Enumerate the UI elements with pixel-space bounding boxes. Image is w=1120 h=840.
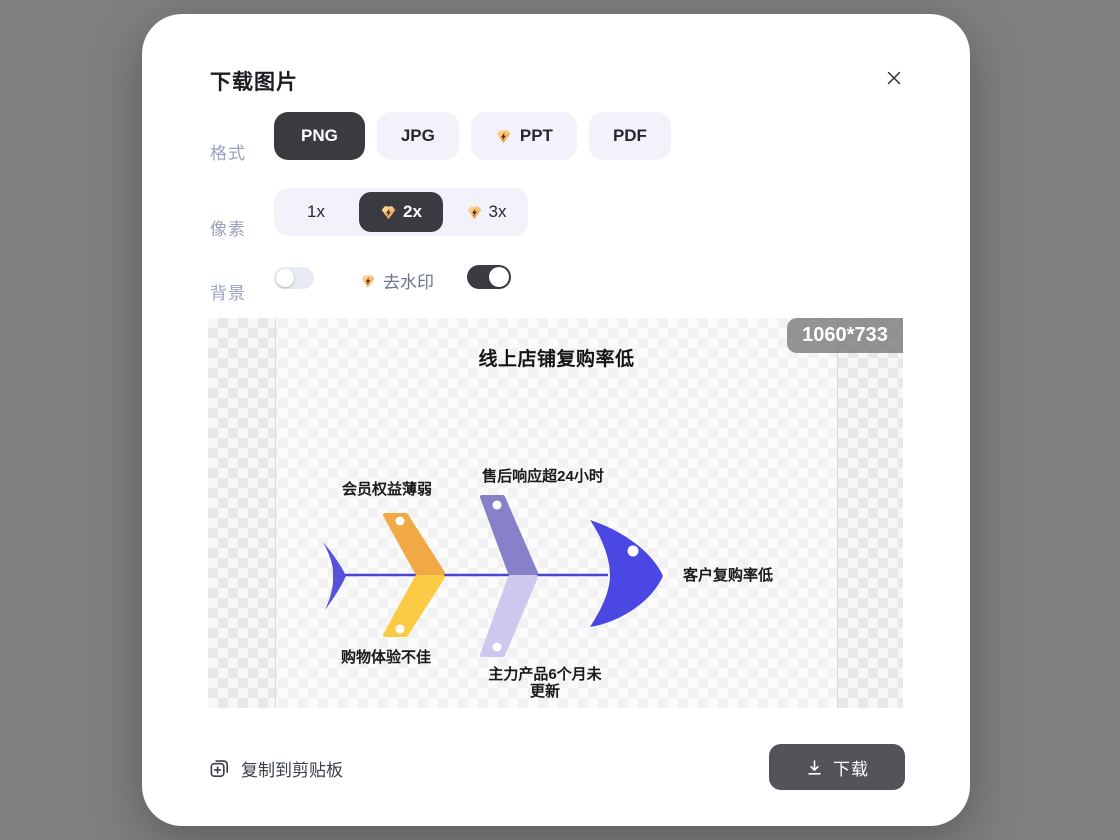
copy-to-clipboard-icon bbox=[210, 760, 228, 777]
close-button[interactable] bbox=[880, 64, 908, 92]
copy-to-clipboard-button[interactable]: 复制到剪贴板 bbox=[208, 756, 343, 781]
pixel-option-label: 3x bbox=[488, 202, 507, 221]
gem-lightning-icon bbox=[380, 204, 397, 221]
transparent-image-area: 线上店铺复购率低 会员权益薄弱 售后响应超24小时 购物体验不佳 主力产品6个月… bbox=[275, 318, 838, 708]
watermark-label: 去水印 bbox=[383, 273, 434, 292]
bone-dot bbox=[395, 516, 405, 526]
fish-head bbox=[590, 520, 663, 627]
pixel-option-label: 2x bbox=[403, 202, 422, 221]
pixel-option-label: 1x bbox=[307, 202, 325, 221]
bone-top-1 bbox=[383, 513, 445, 575]
background-label: 背景 bbox=[210, 284, 246, 303]
bone-dot bbox=[492, 500, 502, 510]
format-option-pdf[interactable]: PDF bbox=[588, 112, 671, 160]
pixel-option-2x[interactable]: 2x bbox=[359, 192, 443, 232]
format-option-jpg[interactable]: JPG bbox=[376, 112, 459, 160]
toggle-knob bbox=[489, 267, 509, 287]
image-size-badge: 1060*733 bbox=[787, 318, 903, 353]
watermark-control[interactable]: 去水印 bbox=[360, 268, 434, 293]
download-button[interactable]: 下载 bbox=[769, 744, 905, 790]
pixel-option-3x[interactable]: 3x bbox=[444, 188, 528, 236]
fish-eye bbox=[627, 545, 639, 557]
effect-label: 客户复购率低 bbox=[683, 567, 774, 584]
format-option-label: PNG bbox=[301, 126, 338, 145]
diagram-title: 线上店铺复购率低 bbox=[478, 349, 635, 370]
format-label: 格式 bbox=[210, 144, 246, 163]
gem-lightning-icon bbox=[495, 128, 512, 145]
cause-label-bottom-1: 购物体验不佳 bbox=[340, 649, 431, 666]
bone-bottom-1 bbox=[383, 575, 445, 637]
fishbone-diagram bbox=[323, 495, 663, 657]
cause-label-top-1: 会员权益薄弱 bbox=[341, 481, 432, 498]
bone-dot bbox=[492, 642, 502, 652]
background-toggle-off[interactable] bbox=[274, 267, 314, 289]
format-option-png[interactable]: PNG bbox=[274, 112, 365, 160]
download-icon bbox=[808, 759, 821, 775]
format-option-ppt[interactable]: PPT bbox=[470, 112, 577, 160]
format-option-label: JPG bbox=[400, 126, 435, 145]
toggle-knob bbox=[276, 269, 294, 287]
format-option-label: PPT bbox=[519, 126, 553, 145]
bone-top-2 bbox=[480, 495, 538, 575]
download-image-dialog: 下载图片 格式 PNG JPG PPT PDF 像素 bbox=[142, 14, 970, 826]
pixel-label: 像素 bbox=[210, 220, 246, 239]
download-label: 下载 bbox=[833, 759, 869, 779]
fish-tail bbox=[323, 542, 346, 610]
image-preview: 线上店铺复购率低 会员权益薄弱 售后响应超24小时 购物体验不佳 主力产品6个月… bbox=[208, 318, 903, 708]
watermark-toggle-on[interactable] bbox=[467, 265, 511, 289]
pixel-options: 1x 2x 3x bbox=[274, 188, 528, 236]
format-options: PNG JPG PPT PDF bbox=[274, 112, 671, 160]
bone-dot bbox=[395, 624, 405, 634]
bone-bottom-2 bbox=[480, 575, 538, 657]
copy-label: 复制到剪贴板 bbox=[241, 761, 343, 780]
dialog-title: 下载图片 bbox=[210, 71, 298, 94]
gem-lightning-icon bbox=[360, 273, 376, 289]
format-option-label: PDF bbox=[612, 126, 647, 145]
pixel-option-1x[interactable]: 1x bbox=[274, 188, 358, 236]
cause-label-top-2: 售后响应超24小时 bbox=[482, 468, 604, 485]
cause-label-bottom-2: 主力产品6个月未更新 bbox=[488, 666, 602, 700]
gem-lightning-icon bbox=[466, 204, 483, 221]
close-icon bbox=[887, 71, 901, 85]
